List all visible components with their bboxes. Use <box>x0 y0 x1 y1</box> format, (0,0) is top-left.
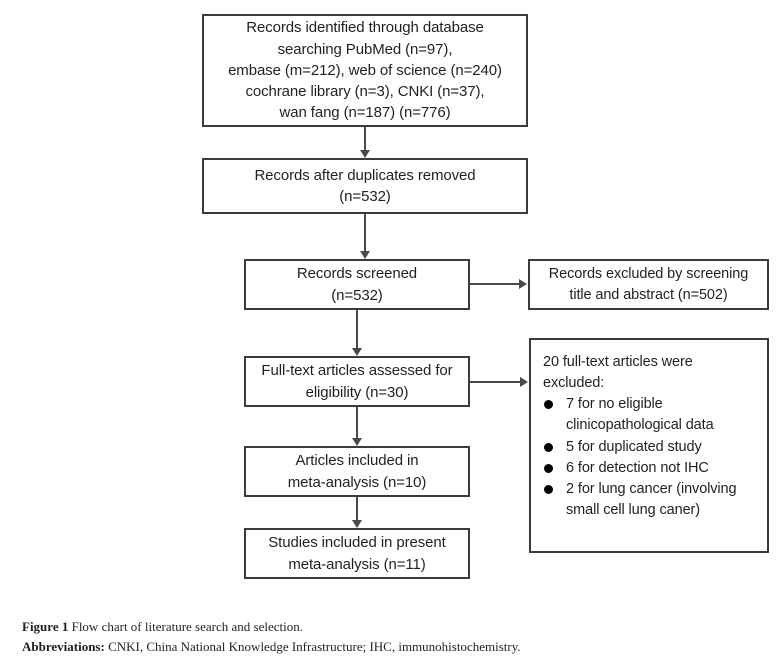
node-line: excluded: <box>543 375 605 392</box>
node-studies-included-present: Studies included in present meta-analysi… <box>244 528 470 579</box>
bullet-icon <box>544 484 553 494</box>
connector-included-to-present <box>356 497 358 520</box>
node-line: Records identified through database <box>246 19 484 37</box>
node-line: 5 for duplicated study <box>566 438 702 455</box>
node-articles-included: Articles included in meta-analysis (n=10… <box>244 446 470 497</box>
prisma-flow-chart: Records identified through database sear… <box>202 14 769 579</box>
node-line: small cell lung caner) <box>566 502 700 519</box>
list-item: 6 for detection not IHC <box>543 458 757 479</box>
connector-screened-to-fulltext <box>356 310 358 348</box>
node-line: embase (m=212), web of science (n=240) <box>228 61 502 79</box>
node-line: Articles included in <box>295 452 419 470</box>
figure-caption: Figure 1 Flow chart of literature search… <box>22 617 762 657</box>
node-line: Records excluded by screening <box>548 265 749 282</box>
node-line: eligibility (n=30) <box>305 383 409 401</box>
arrowhead-fulltext-to-excluded <box>520 377 528 387</box>
node-records-after-duplicates: Records after duplicates removed (n=532) <box>202 158 528 214</box>
bullet-icon <box>544 400 553 410</box>
exclusion-reason-list: 7 for no eligible clinicopathological da… <box>543 394 757 521</box>
caption-abbrev-label: Abbreviations: <box>22 639 105 655</box>
bullet-icon <box>544 442 553 452</box>
list-item: 7 for no eligible clinicopathological da… <box>543 394 757 436</box>
bullet-icon <box>544 463 553 473</box>
arrowhead-included-to-present <box>352 520 362 528</box>
caption-line-abbreviations: Abbreviations: CNKI, China National Know… <box>22 637 762 657</box>
connector-identified-to-duplicates <box>364 127 366 151</box>
caption-line-title: Figure 1 Flow chart of literature search… <box>22 617 762 637</box>
connector-fulltext-to-included <box>356 407 358 438</box>
node-line: meta-analysis (n=11) <box>288 555 426 573</box>
list-item: 2 for lung cancer (involving small cell … <box>543 479 757 521</box>
node-records-excluded-screening: Records excluded by screening title and … <box>528 259 769 310</box>
node-line: (n=532) <box>339 188 391 205</box>
node-line: meta-analysis (n=10) <box>287 473 427 491</box>
node-line: searching PubMed (n=97), <box>277 40 453 58</box>
connector-duplicates-to-screened <box>364 214 366 251</box>
arrowhead-identified-to-duplicates <box>360 150 370 158</box>
node-line: Records screened <box>296 265 418 283</box>
node-fulltext-assessed: Full-text articles assessed for eligibil… <box>244 356 470 407</box>
node-line: 2 for lung cancer (involving <box>566 480 737 497</box>
node-records-screened: Records screened (n=532) <box>244 259 470 310</box>
node-line: 20 full-text articles were <box>543 354 693 370</box>
node-line: Records after duplicates removed <box>254 166 476 184</box>
connector-screened-to-excluded <box>470 283 520 285</box>
caption-abbrev-text: CNKI, China National Knowledge Infrastru… <box>108 639 521 655</box>
list-item: 5 for duplicated study <box>543 437 757 458</box>
node-line: 7 for no eligible <box>566 396 663 413</box>
node-line: 6 for detection not IHC <box>566 459 709 476</box>
node-records-identified: Records identified through database sear… <box>202 14 528 127</box>
caption-figure-text: Flow chart of literature search and sele… <box>71 619 303 634</box>
arrowhead-screened-to-fulltext <box>352 348 362 356</box>
node-line: cochrane library (n=3), CNKI (n=37), <box>245 83 485 101</box>
arrowhead-duplicates-to-screened <box>360 251 370 259</box>
connector-fulltext-to-excluded <box>470 381 521 383</box>
arrowhead-fulltext-to-included <box>352 438 362 446</box>
node-line: (n=532) <box>331 286 383 304</box>
node-fulltext-excluded-reasons: 20 full-text articles were excluded: 7 f… <box>529 338 769 553</box>
node-line: title and abstract (n=502) <box>569 286 728 303</box>
caption-figure-label: Figure 1 <box>22 619 69 634</box>
node-line: Full-text articles assessed for <box>261 362 453 380</box>
node-line: wan fang (n=187) (n=776) <box>279 104 451 122</box>
node-line: Studies included in present <box>268 534 446 552</box>
node-line: clinicopathological data <box>566 417 714 434</box>
arrowhead-screened-to-excluded <box>519 279 527 289</box>
